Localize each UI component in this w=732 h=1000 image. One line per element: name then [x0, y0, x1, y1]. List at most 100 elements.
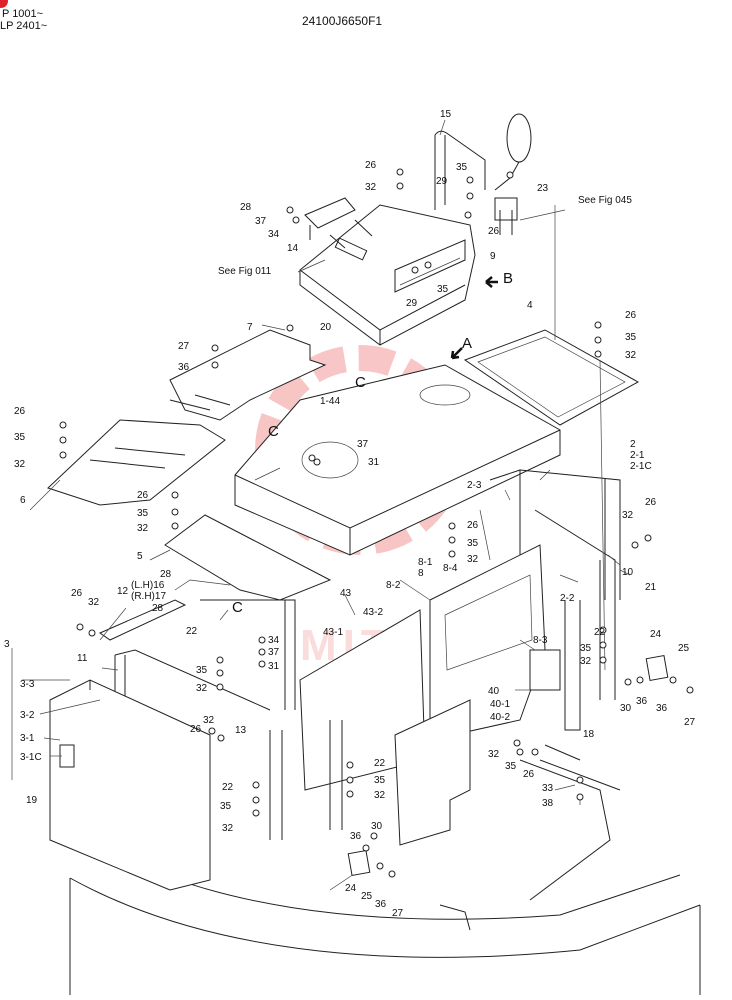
callout: 24 [345, 883, 357, 894]
callout: 26 [523, 769, 535, 780]
callout: 8 [418, 568, 424, 579]
callout: 35 [196, 665, 208, 676]
serial-range-line-1: P 1001~ [2, 8, 44, 20]
callout: 32 [88, 597, 100, 608]
callout: 36 [636, 696, 648, 707]
see-fig-011-label: See Fig 011 [218, 266, 272, 277]
callout: 35 [437, 284, 449, 295]
middle-panels [299, 544, 561, 846]
callout: 26 [625, 310, 637, 321]
callout: 23 [537, 183, 549, 194]
callout: 25 [678, 643, 690, 654]
callout: 33 [542, 783, 554, 794]
callout: 37 [357, 439, 369, 450]
see-fig-045-label: See Fig 045 [578, 195, 632, 206]
callout: 40-2 [490, 712, 510, 723]
callout: 24 [650, 629, 662, 640]
callout: 4 [527, 300, 533, 311]
callout: 43-1 [323, 627, 343, 638]
callout: 12 [117, 586, 129, 597]
handle-18 [544, 744, 581, 761]
callout: 11 [77, 653, 88, 664]
view-b-label: B [503, 270, 513, 287]
callout: 38 [542, 798, 554, 809]
callout: 8-1 [418, 557, 433, 568]
callout: 2 [630, 439, 636, 450]
callout: 32 [467, 554, 479, 565]
callout: 36 [178, 362, 190, 373]
view-arrows [450, 276, 498, 360]
roof-canopy [234, 364, 561, 556]
serial-range-line-2: LP 2401~ [0, 20, 48, 32]
callout: 26 [488, 226, 500, 237]
callout: 32 [622, 510, 634, 521]
callout: 29 [406, 298, 418, 309]
callout: 26 [137, 490, 149, 501]
callout: 32 [488, 749, 500, 760]
side-panel-5 [164, 514, 332, 601]
callout: 22 [594, 627, 606, 638]
callout: 26 [645, 497, 657, 508]
fasteners [59, 168, 694, 878]
callout: 26 [365, 160, 377, 171]
callout: 32 [137, 523, 149, 534]
corner-tab [0, 0, 8, 8]
callout: 26 [71, 588, 83, 599]
callout: 40 [488, 686, 500, 697]
callout: 10 [622, 567, 634, 578]
callout: 30 [371, 821, 383, 832]
callout: 34 [268, 635, 280, 646]
callout: 28 [240, 202, 252, 213]
callout: (R.H)17 [131, 591, 166, 602]
floor-plate-assembly [47, 329, 327, 506]
part-callouts: 15 26 35 29 32 23 28 37 34 14 26 9 29 35… [4, 109, 696, 919]
callout: 19 [26, 795, 38, 806]
callout: 32 [14, 459, 26, 470]
callout: 35 [580, 643, 592, 654]
front-frame [49, 599, 343, 891]
callout: 29 [436, 176, 448, 187]
callout: 21 [645, 582, 657, 593]
callout: 34 [268, 229, 280, 240]
callout: 2-1C [630, 461, 652, 472]
leader-lines [11, 119, 631, 805]
header-beam [98, 599, 187, 641]
callout: 6 [20, 495, 26, 506]
callout: 15 [440, 109, 452, 120]
callout: 31 [268, 661, 280, 672]
callout: 25 [361, 891, 373, 902]
reference-labels: See Fig 045 See Fig 011 B A C C C [218, 195, 632, 616]
view-c-label-lower: C [232, 599, 243, 616]
callout: 35 [625, 332, 637, 343]
callout: 43-2 [363, 607, 383, 618]
callout: 26 [467, 520, 479, 531]
callout: 32 [365, 182, 377, 193]
callout: 8-2 [386, 580, 401, 591]
callout: 36 [350, 831, 362, 842]
callout: 35 [374, 775, 386, 786]
callout: 35 [14, 432, 26, 443]
callout: 27 [684, 717, 696, 728]
callout: 32 [203, 715, 215, 726]
callout: 32 [625, 350, 637, 361]
callout: 36 [656, 703, 668, 714]
callout: 14 [287, 243, 299, 254]
callout: 27 [392, 908, 404, 919]
callout: 3-1C [20, 752, 42, 763]
callout: 22 [374, 758, 386, 769]
callout: 37 [255, 216, 267, 227]
callout: 26 [190, 724, 202, 735]
callout: 35 [456, 162, 468, 173]
callout: 3-2 [20, 710, 35, 721]
callout: 32 [374, 790, 386, 801]
callout: 18 [583, 729, 595, 740]
callout: 3 [4, 639, 10, 650]
callout: 2-2 [560, 593, 575, 604]
callout: 5 [137, 551, 143, 562]
callout: 3-3 [20, 679, 35, 690]
view-c-label-top: C [355, 374, 366, 391]
callout: 2-3 [467, 480, 482, 491]
callout: 35 [220, 801, 232, 812]
callout: 31 [368, 457, 380, 468]
drawing-number: 24100J6650F1 [302, 14, 383, 28]
